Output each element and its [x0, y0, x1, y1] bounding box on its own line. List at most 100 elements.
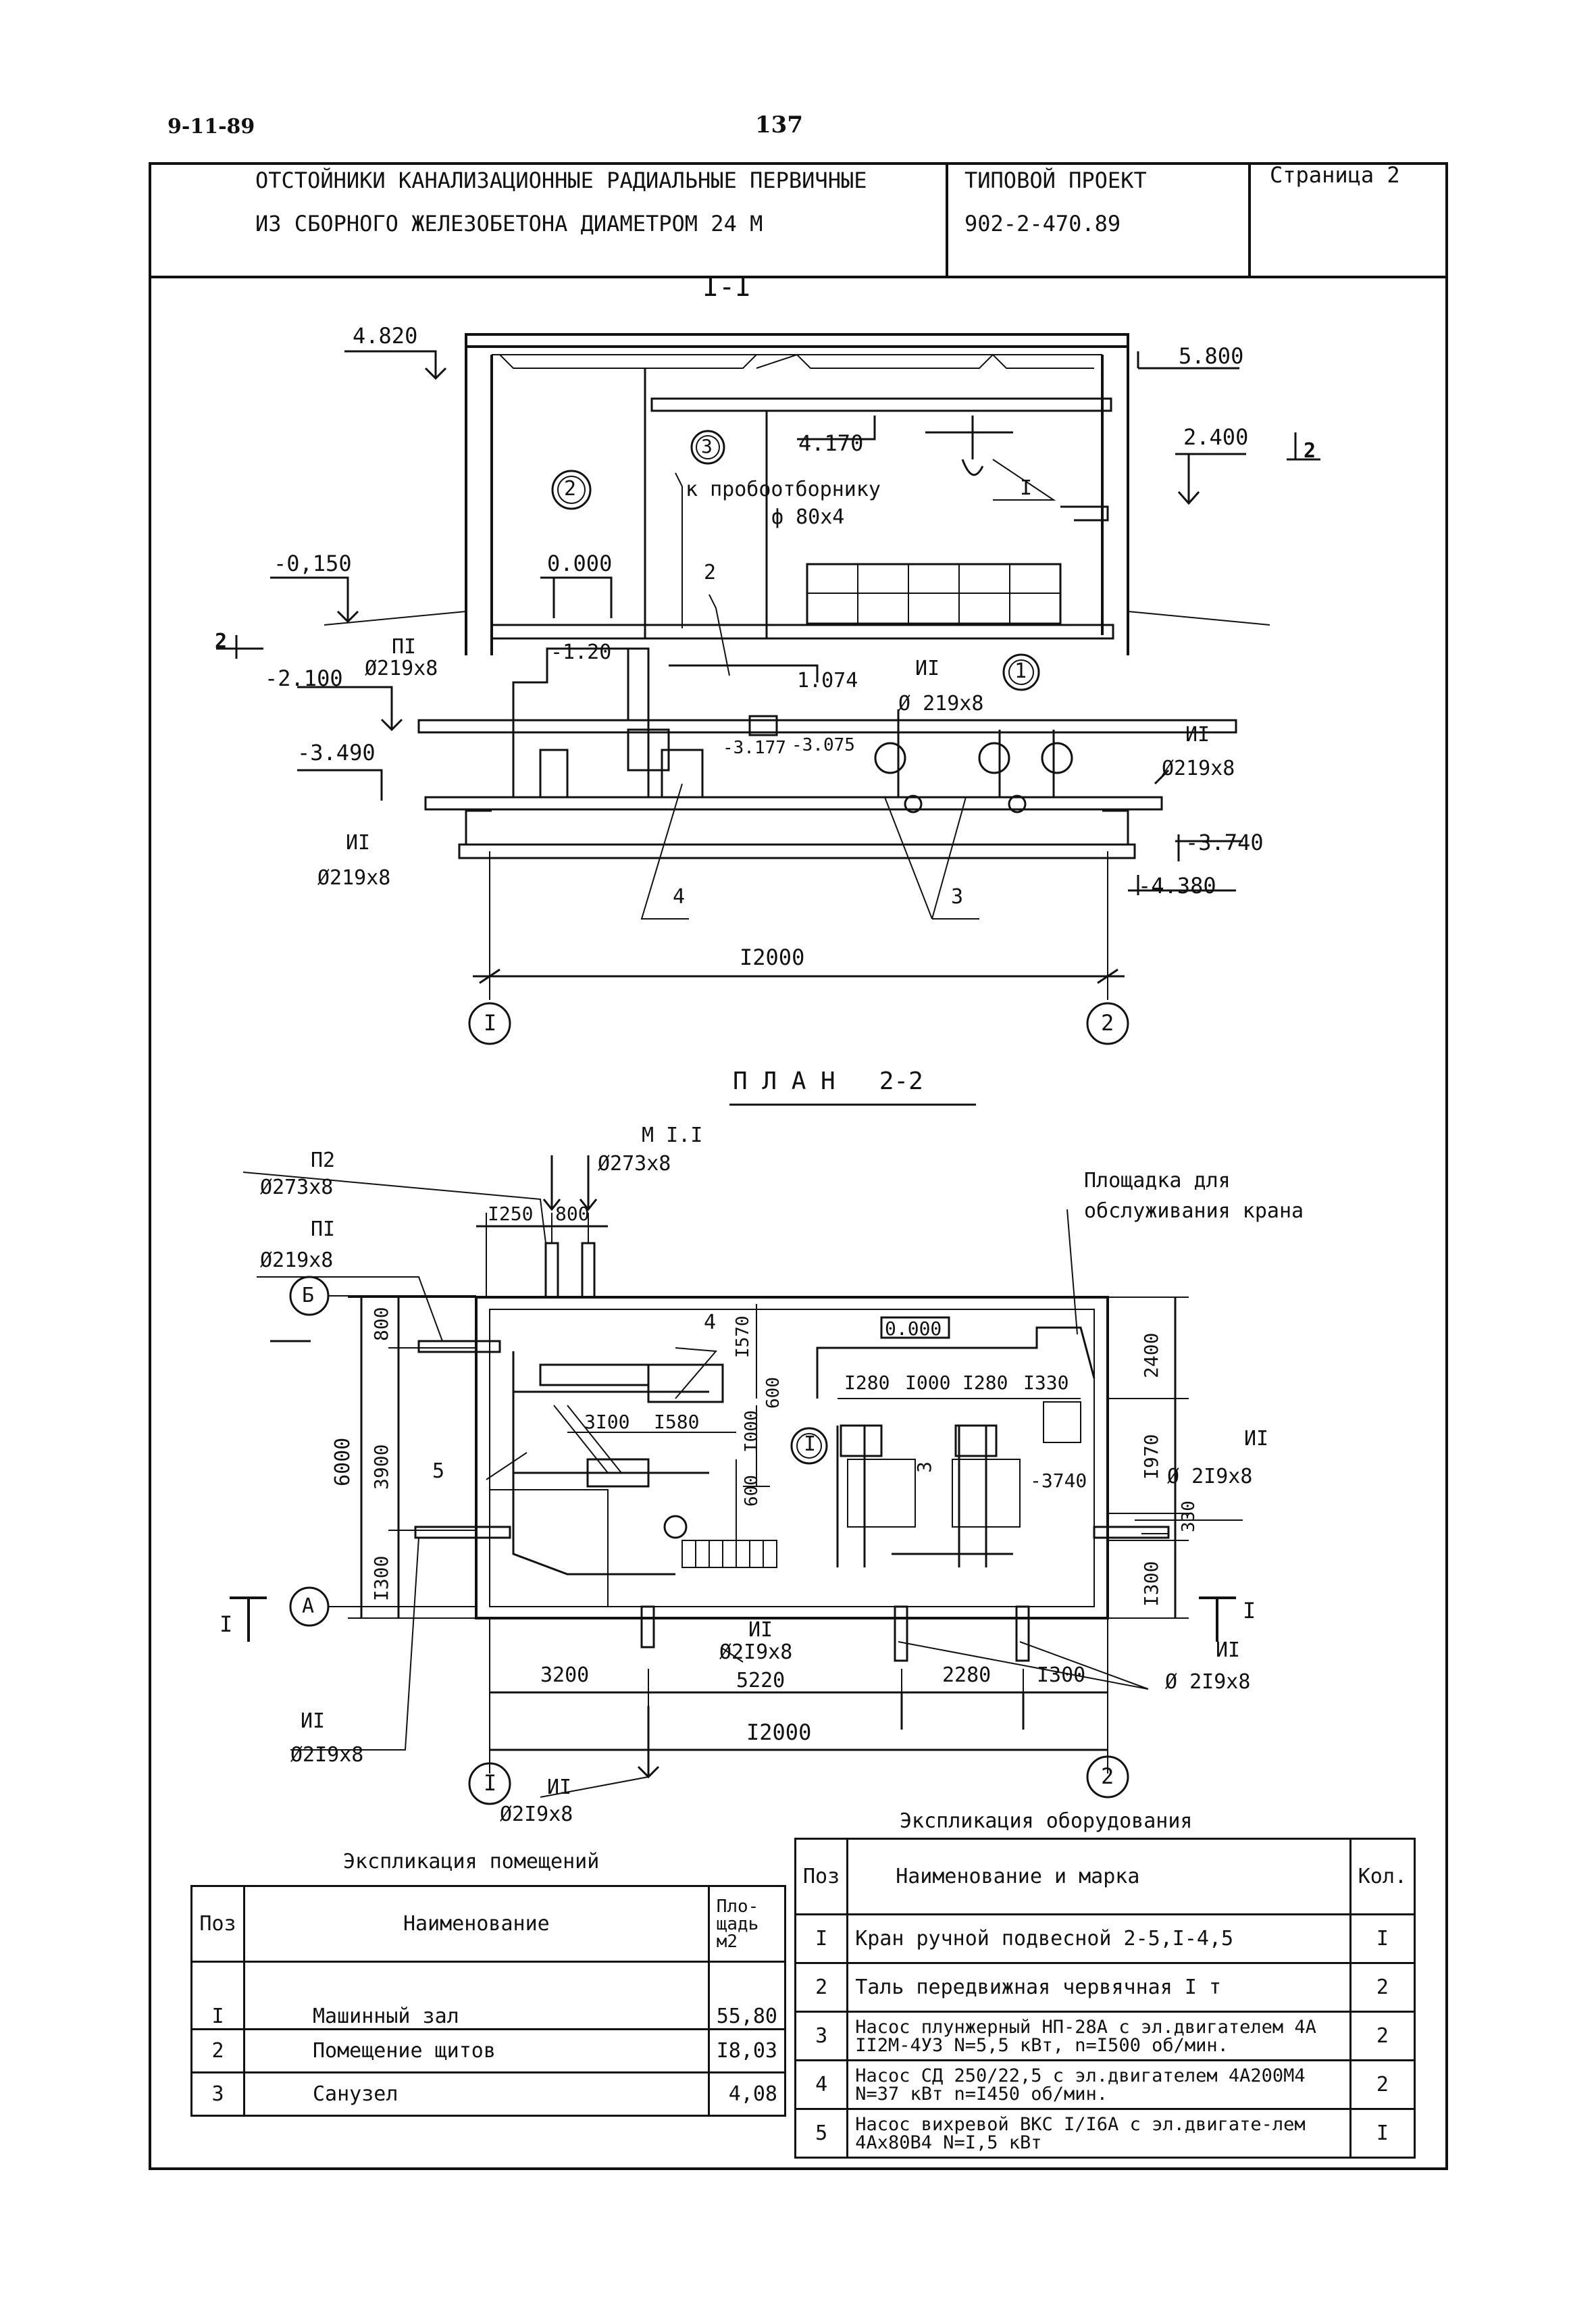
level-minus-4380: -4.380: [1138, 873, 1216, 899]
rooms-table-title: Экспликация помещений: [343, 1850, 600, 1873]
dim-inner-1000b: I000: [905, 1372, 951, 1394]
dim-left-1300: I300: [370, 1555, 392, 1601]
axis-b: Б: [302, 1284, 315, 1307]
eq-qty: 2: [1349, 2059, 1416, 2110]
dim-inner-1280b: I280: [962, 1372, 1008, 1394]
dim-right-2400: 2400: [1140, 1332, 1162, 1378]
cut-mark-2-right: 2: [1304, 439, 1316, 463]
plan-pipe-p2: П2: [311, 1149, 336, 1172]
eq-pos: 2: [794, 1962, 849, 2013]
sampler-pipe-label: ф 80х4: [771, 505, 845, 529]
sampler-label: к пробоотборнику: [686, 478, 881, 501]
room-marker-3: 3: [701, 435, 713, 457]
room-area: 4,08: [707, 2071, 787, 2117]
crane-platform-line-2: обслуживания крана: [1084, 1199, 1304, 1223]
dim-bottom-5220: 5220: [736, 1669, 786, 1692]
title-line-1: ОТСТОЙНИКИ КАНАЛИЗАЦИОННЫЕ РАДИАЛЬНЫЕ ПЕ…: [255, 168, 867, 193]
dim-inner-600a: 600: [763, 1377, 783, 1409]
dim-right-330: 330: [1179, 1501, 1199, 1532]
eq-name: Таль передвижная червячная I т: [846, 1962, 1352, 2013]
level-4170: 4.170: [798, 430, 864, 456]
dim-inner-1570: I570: [733, 1315, 753, 1358]
section-mark-left: I: [220, 1611, 233, 1637]
callout-4: 4: [673, 885, 686, 909]
plan-axis-1: I: [484, 1770, 497, 1796]
level-minus-3177: -3.177: [723, 738, 786, 758]
plan-room-marker: I: [804, 1432, 817, 1456]
pipe-i1-c-label: ИI: [346, 831, 371, 855]
plan-pipe-m11-size: Ø273х8: [598, 1152, 671, 1176]
title-divider-1: [946, 162, 948, 278]
dim-inner-1330: I330: [1023, 1372, 1069, 1394]
room-name: Помещение щитов: [243, 2028, 710, 2073]
dim-inner-1000: I000: [742, 1410, 762, 1453]
room-area: 55,80: [707, 1961, 787, 2030]
rooms-table: Поз Наименование Пло-щадь м2 I Машинный …: [190, 1885, 787, 2117]
room-pos: 3: [190, 2071, 245, 2117]
dim-top-1250: I250: [488, 1203, 534, 1225]
equipment-table-title: Экспликация оборудования: [900, 1809, 1193, 1833]
plan-pipe-i1-br: ИI: [1216, 1638, 1241, 1662]
eq-header-qty: Кол.: [1349, 1838, 1416, 1915]
section-width-dim: I2000: [740, 945, 805, 970]
table-row: I Кран ручной подвесной 2-5,I-4,5 I: [794, 1913, 1416, 1964]
title-block: [149, 162, 1448, 278]
dim-bottom-2280: 2280: [942, 1663, 992, 1687]
title-line-2: ИЗ СБОРНОГО ЖЕЛЕЗОБЕТОНА ДИАМЕТРОМ 24 М: [255, 211, 763, 236]
dim-left-3900: 3900: [370, 1444, 392, 1490]
level-minus-3075: -3.075: [792, 735, 855, 755]
axis-a: А: [302, 1594, 315, 1618]
pipe-i1-b-size: Ø219х8: [1162, 757, 1235, 780]
plan-callout-3: 3: [913, 1461, 935, 1473]
level-1074: 1.074: [797, 669, 858, 693]
eq-qty: 2: [1349, 1962, 1416, 2013]
plan-callout-4: 4: [704, 1311, 717, 1334]
table-row: 2 Таль передвижная червячная I т 2: [794, 1962, 1416, 2013]
plan-pipe-i1-mid: ИI: [748, 1618, 773, 1642]
rooms-header-pos: Поз: [190, 1885, 245, 1963]
eq-qty: 2: [1349, 2011, 1416, 2061]
level-2400: 2.400: [1183, 424, 1249, 450]
section-mark-right: I: [1243, 1598, 1256, 1624]
doc-date: 9-11-89: [168, 115, 255, 139]
pipe-i1-b-label: ИI: [1185, 723, 1210, 747]
plan-pipe-i1-br-size: Ø 2I9х8: [1165, 1670, 1251, 1694]
eq-pos: I: [794, 1913, 849, 1964]
level-4820: 4.820: [353, 323, 418, 349]
room-area: I8,03: [707, 2028, 787, 2073]
eq-name: Насос плунжерный НП-28А с эл.двигателем …: [846, 2011, 1352, 2061]
project-label: ТИПОВОЙ ПРОЕКТ: [964, 168, 1147, 193]
plan-pipe-i1-right-size: Ø 2I9х8: [1167, 1465, 1253, 1488]
eq-pos: 5: [794, 2108, 849, 2159]
eq-pos: 4: [794, 2059, 849, 2110]
plan-level-3740: -3740: [1030, 1469, 1087, 1492]
plan-total-width: I2000: [746, 1719, 812, 1745]
eq-qty: I: [1349, 2108, 1416, 2159]
callout-I: I: [1020, 476, 1033, 500]
plan-level-0000: 0.000: [885, 1317, 942, 1340]
page-number: 137: [755, 111, 803, 139]
callout-3: 3: [951, 885, 964, 909]
pipe-i1-a-size: Ø 219х8: [898, 692, 984, 715]
section-axis-1: I: [484, 1010, 497, 1036]
dim-bottom-1300: I300: [1037, 1663, 1086, 1687]
drawing-frame: [149, 162, 1448, 2170]
room-pos: I: [190, 1961, 245, 2030]
dim-left-800: 800: [370, 1307, 392, 1341]
project-number: 902-2-470.89: [964, 211, 1121, 236]
section-axis-2: 2: [1101, 1010, 1114, 1036]
plan-pipe-i1-bottom: ИI: [547, 1776, 572, 1799]
room-name: Санузел: [243, 2071, 710, 2117]
crane-platform-line-1: Площадка для: [1084, 1169, 1231, 1192]
equipment-table: Поз Наименование и марка Кол. I Кран руч…: [794, 1838, 1416, 2159]
level-minus-3740: -3.740: [1185, 830, 1264, 855]
plan-pipe-i1-mid-size: Ø2I9х8: [719, 1640, 793, 1664]
level-minus-2100: -2.100: [265, 665, 343, 691]
table-row: 2 Помещение щитов I8,03: [190, 2028, 787, 2073]
eq-qty: I: [1349, 1913, 1416, 1964]
eq-header-name: Наименование и марка: [846, 1838, 1352, 1915]
eq-header-pos: Поз: [794, 1838, 849, 1915]
plan-pipe-p1-size: Ø219х8: [260, 1249, 334, 1272]
rooms-header-area: Пло-щадь м2: [707, 1885, 787, 1963]
dim-right-1300: I300: [1140, 1561, 1162, 1607]
